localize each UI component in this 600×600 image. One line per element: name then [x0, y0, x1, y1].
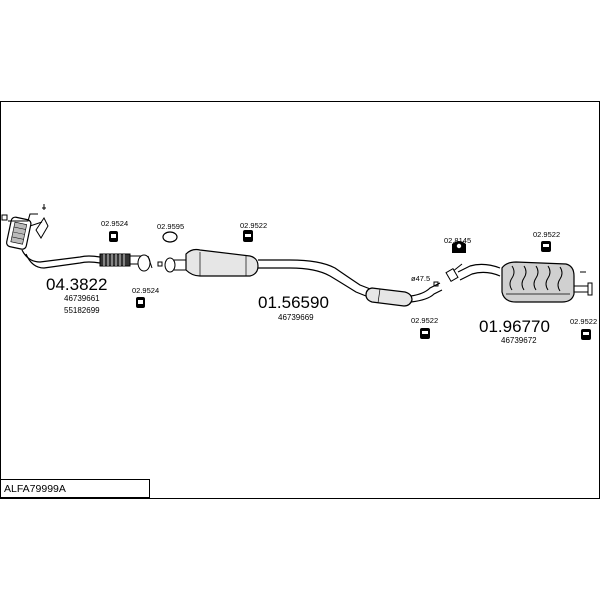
rubber-mount-5[interactable]	[541, 241, 551, 252]
fitting-label-8: 02.9522	[570, 317, 597, 326]
fitting-label-2: 02.9595	[157, 222, 184, 231]
rear-silencer-code: 01.96770	[479, 317, 550, 336]
rubber-mount-4[interactable]	[420, 328, 430, 339]
diagram-code: ALFA79999A	[4, 483, 66, 495]
fitting-label-6: 02.9522	[411, 316, 438, 325]
gasket-ring[interactable]	[162, 231, 178, 243]
rubber-mount-6[interactable]	[581, 329, 591, 340]
front-pipe-catalyst[interactable]	[1, 204, 153, 272]
fitting-label-7: 02.9522	[533, 230, 560, 239]
diagram-border	[0, 101, 600, 499]
rubber-mount-1[interactable]	[109, 231, 118, 242]
rubber-mount-3[interactable]	[136, 297, 145, 308]
clamp[interactable]	[452, 241, 466, 253]
rubber-mount-2[interactable]	[243, 230, 253, 242]
front-pipe-oe-1: 46739661	[64, 294, 100, 303]
middle-silencer[interactable]	[164, 248, 443, 307]
fitting-label-1: 02.9524	[101, 219, 128, 228]
middle-silencer-code: 01.56590	[258, 293, 329, 312]
rear-silencer[interactable]	[445, 261, 593, 303]
diagram-code-box	[0, 479, 150, 498]
fitting-label-4: 02.9524	[132, 286, 159, 295]
pipe-diameter-label: ø47.5	[411, 274, 430, 283]
fitting-label-3: 02.9522	[240, 221, 267, 230]
rear-silencer-oe: 46739672	[501, 336, 537, 345]
middle-silencer-oe: 46739669	[278, 313, 314, 322]
front-pipe-code: 04.3822	[46, 275, 107, 294]
fitting-label-5: 02.8145	[444, 236, 471, 245]
front-pipe-oe-2: 55182699	[64, 306, 100, 315]
